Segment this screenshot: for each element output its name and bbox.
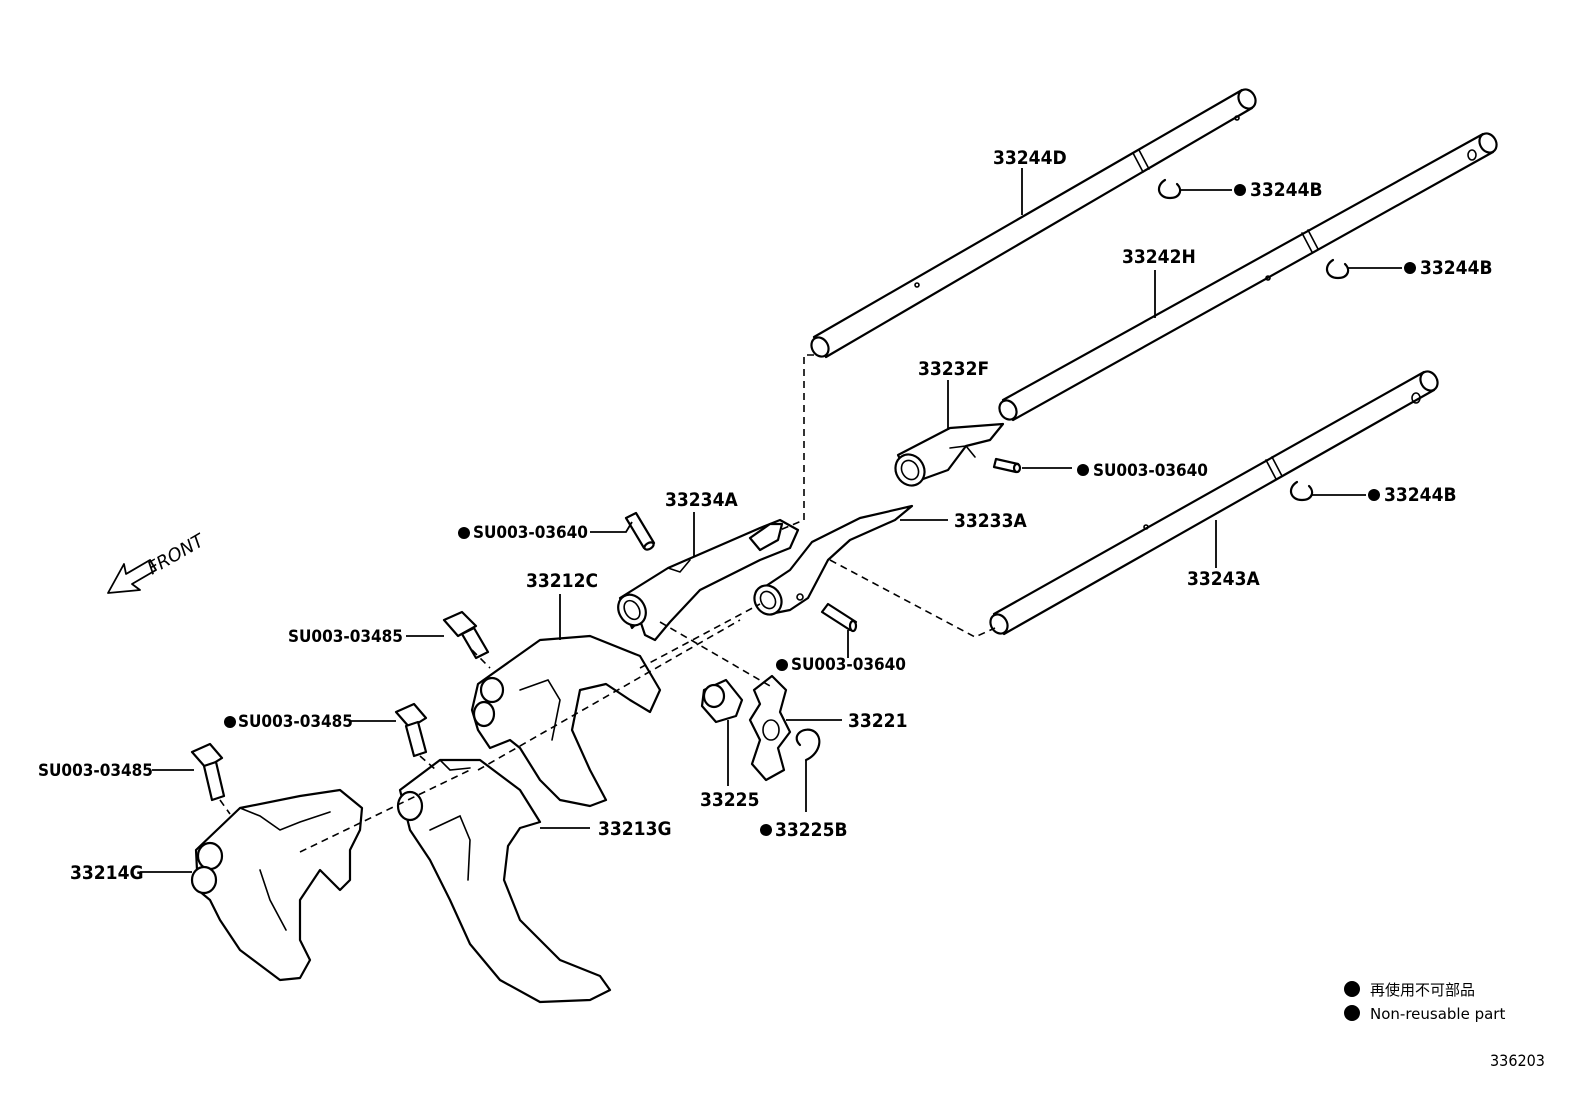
shift-fork-33214g [190, 788, 364, 982]
label-33225: 33225 [700, 789, 759, 811]
dashed-guide-rod-d [779, 354, 814, 531]
non-reusable-dot-33225b [760, 824, 772, 836]
shift-rod-33242h [998, 132, 1498, 422]
label-33243a: 33243A [1187, 568, 1260, 590]
bolt-33213g [394, 702, 428, 758]
e-clip-33244b-middle [1325, 258, 1350, 280]
interlock-33221 [748, 674, 792, 782]
non-reusable-dot-su003-03485-g [224, 716, 236, 728]
label-33242h: 33242H [1122, 246, 1196, 268]
non-reusable-dot-su003-03640-lever [776, 659, 788, 671]
legend-line-2: Non-reusable part [1370, 1005, 1505, 1023]
label-33212c: 33212C [526, 570, 598, 592]
shift-fork-33213g [396, 758, 612, 1004]
label-su003-03485-g: SU003-03485 [238, 712, 353, 732]
dashed-guide-forks [477, 619, 741, 771]
dashed-guide-interlock [659, 621, 771, 687]
non-reusable-dot-33244b-2 [1404, 262, 1416, 274]
shift-rod-33243a [989, 370, 1439, 636]
front-arrow-icon [107, 559, 157, 594]
leader-su003-03640-a [590, 521, 633, 533]
label-33233a: 33233A [954, 510, 1027, 532]
legend-dot-2 [1344, 1005, 1360, 1021]
label-33232f: 33232F [918, 358, 989, 380]
label-33244d: 33244D [993, 147, 1067, 169]
shift-fork-33212c [470, 634, 662, 808]
sleeve-33225 [700, 678, 744, 724]
spring-pin-33234a [624, 511, 656, 551]
non-reusable-dot-su003-03640-f [1077, 464, 1089, 476]
label-su003-03485-14: SU003-03485 [38, 761, 153, 781]
front-direction-label: FRONT [144, 529, 209, 579]
label-33244b-2: 33244B [1420, 257, 1493, 279]
label-33221: 33221 [848, 710, 907, 732]
e-clip-33244b-top [1157, 178, 1182, 200]
dashed-guide-rod-a [829, 559, 996, 638]
label-su003-03640-f: SU003-03640 [1093, 461, 1208, 481]
label-33244b-3: 33244B [1384, 484, 1457, 506]
label-33214g: 33214G [70, 862, 144, 884]
bolt-33212c [442, 610, 490, 660]
dashed-guide-fork-c [639, 603, 761, 669]
spring-pin-33233a [820, 602, 858, 633]
label-su003-03485-c: SU003-03485 [288, 627, 403, 647]
shift-rod-33244d [810, 88, 1257, 359]
non-reusable-dot-33244b-3 [1368, 489, 1380, 501]
legend-dot-1 [1344, 981, 1360, 997]
snap-ring-33225b [795, 728, 821, 762]
non-reusable-dot-su003-03640-a [458, 527, 470, 539]
label-su003-03640-lever: SU003-03640 [791, 655, 906, 675]
shift-head-33232f [894, 422, 1005, 487]
label-33234a: 33234A [665, 489, 738, 511]
shift-lever-33233a [753, 504, 914, 616]
label-33225b: 33225B [775, 819, 848, 841]
label-su003-03640-a: SU003-03640 [473, 523, 588, 543]
label-33213g: 33213G [598, 818, 672, 840]
label-33244b-1: 33244B [1250, 179, 1323, 201]
figure-number: 336203 [1490, 1051, 1545, 1070]
dashed-guide-bolts [219, 649, 491, 853]
shift-head-33234a [617, 518, 800, 642]
legend-line-1: 再使用不可部品 [1370, 981, 1475, 999]
spring-pin-33232f [992, 457, 1022, 474]
e-clip-33244b-lower [1289, 480, 1314, 502]
legend: 再使用不可部品 Non-reusable part [1344, 981, 1505, 1023]
non-reusable-dot-33244b-1 [1234, 184, 1246, 196]
bolt-33214g [190, 742, 226, 802]
